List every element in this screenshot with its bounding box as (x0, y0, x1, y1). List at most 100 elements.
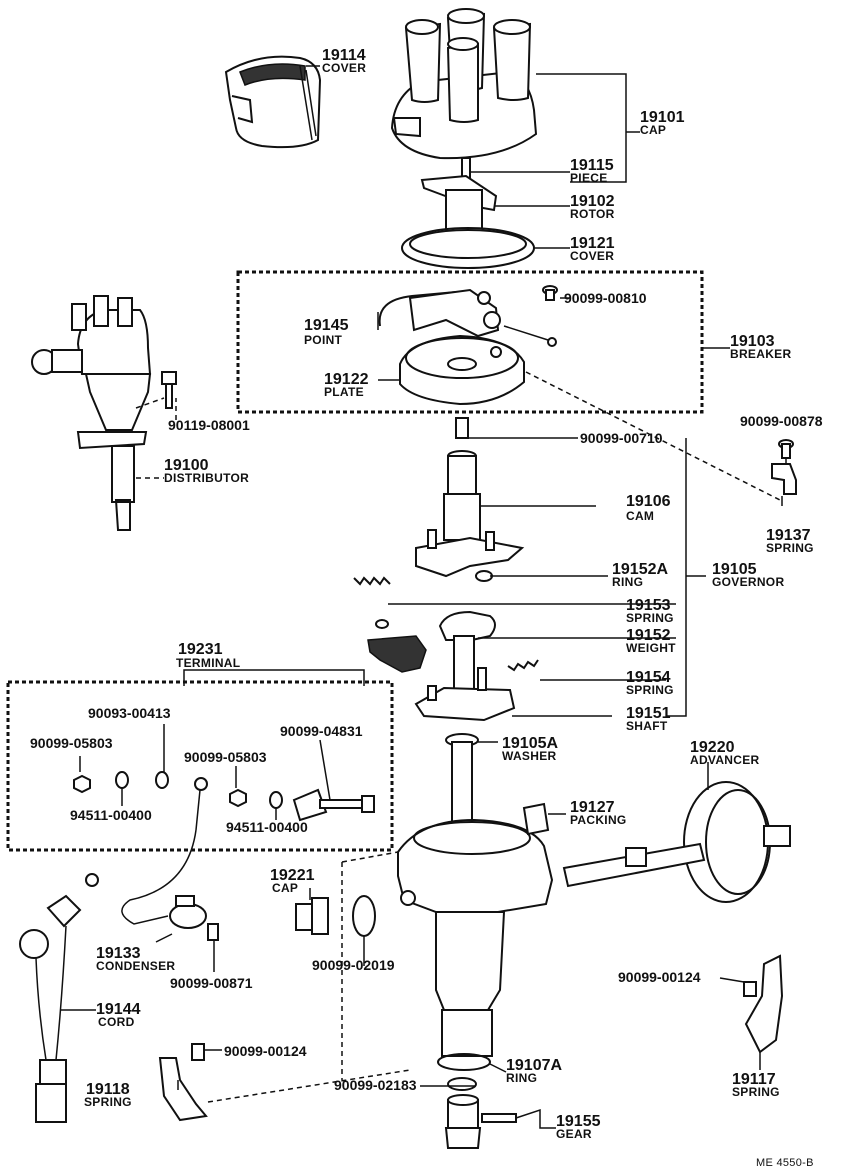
part-name-governor: GOVERNOR (712, 575, 784, 589)
breaker-group-box (236, 270, 704, 414)
part-name-cam: CAM (626, 509, 654, 523)
spring-19118-drawing (158, 1043, 208, 1122)
part-name-cap-19221: CAP (272, 881, 298, 895)
part-number-19105: 19105 (712, 561, 757, 578)
part-number-19100: 19100 (164, 457, 209, 474)
screw-00810-drawing (542, 285, 558, 301)
ref-number-90099-05803-left: 90099-05803 (30, 735, 113, 751)
ref-number-94511-00400-right: 94511-00400 (226, 819, 308, 835)
part-name-shaft: SHAFT (626, 719, 668, 733)
part-name-cord: CORD (98, 1015, 135, 1029)
distributor-assembly-drawing (31, 295, 152, 531)
ref-number-90099-02183: 90099-02183 (334, 1077, 417, 1093)
part-number-19115: 19115 (570, 157, 614, 174)
part-number-19221: 19221 (270, 867, 315, 884)
part-name-cover-gasket: COVER (570, 249, 614, 263)
part-name-ring-19107a: RING (506, 1071, 537, 1085)
vacuum-advancer-drawing (562, 781, 791, 903)
part-number-19145: 19145 (304, 317, 349, 334)
part-name-gear: GEAR (556, 1127, 592, 1141)
part-name-packing: PACKING (570, 813, 627, 827)
shaft-19151-drawing (414, 635, 539, 722)
part-name-spring-19137: SPRING (766, 541, 814, 555)
bolt-08001-drawing (161, 371, 177, 409)
part-number-19106: 19106 (626, 493, 671, 510)
part-number-19152: 19152 (626, 627, 671, 644)
part-name-plate: PLATE (324, 385, 364, 399)
ref-number-90119-08001: 90119-08001 (168, 417, 250, 433)
part-name-distributor: DISTRIBUTOR (164, 471, 249, 485)
part-number-19105a: 19105A (502, 735, 558, 752)
breaker-plate-drawing (399, 334, 525, 406)
ref-number-94511-00400-left: 94511-00400 (70, 807, 152, 823)
ring-19107a-drawing (437, 1053, 491, 1071)
terminal-group-box (6, 680, 394, 852)
ref-number-90099-00878: 90099-00878 (740, 413, 823, 429)
cord-drawing (19, 873, 99, 1123)
weights-drawing (367, 610, 496, 673)
part-number-19107a: 19107A (506, 1057, 562, 1074)
cap-19221-drawing (295, 897, 329, 935)
part-number-19153: 19153 (626, 597, 671, 614)
ref-number-90099-00871: 90099-00871 (170, 975, 253, 991)
part-number-19151: 19151 (626, 705, 671, 722)
part-name-condenser: CONDENSER (96, 959, 175, 973)
part-number-19117: 19117 (732, 1071, 776, 1088)
part-name-spring-19117: SPRING (732, 1085, 780, 1099)
part-number-19231: 19231 (178, 641, 223, 658)
part-number-19101: 19101 (640, 109, 685, 126)
part-name-spring-19118: SPRING (84, 1095, 132, 1109)
ref-number-90099-00710: 90099-00710 (580, 430, 663, 446)
part-number-19122: 19122 (324, 371, 369, 388)
part-number-19137: 19137 (766, 527, 811, 544)
part-number-19118: 19118 (86, 1081, 130, 1098)
part-name-spring-19153: SPRING (626, 611, 674, 625)
part-number-19127: 19127 (570, 799, 615, 816)
part-number-19154: 19154 (626, 669, 671, 686)
dust-cover-drawing (224, 55, 322, 149)
part-number-19121: 19121 (570, 235, 615, 252)
part-name-cap: CAP (640, 123, 666, 137)
breaker-point-drawing (378, 288, 557, 347)
part-name-cover: COVER (322, 61, 366, 75)
drawing-code: ME 4550-B (756, 1157, 814, 1169)
condenser-drawing (121, 829, 219, 941)
part-name-piece: PIECE (570, 171, 608, 185)
part-name-advancer: ADVANCER (690, 753, 760, 767)
part-name-breaker: BREAKER (730, 347, 791, 361)
leader-lines (60, 65, 787, 1129)
part-number-19102: 19102 (570, 193, 615, 210)
ref-number-90099-00810: 90099-00810 (564, 290, 647, 306)
part-name-point: POINT (304, 333, 343, 347)
distributor-housing-drawing (397, 741, 554, 1057)
packing-drawing (522, 802, 550, 836)
part-number-19144: 19144 (96, 1001, 141, 1018)
distributor-cap-drawing (390, 8, 538, 160)
part-name-spring-19154: SPRING (626, 683, 674, 697)
part-name-weight: WEIGHT (626, 641, 676, 655)
part-name-ring-19152a: RING (612, 575, 643, 589)
ref-number-90099-04831: 90099-04831 (280, 723, 363, 739)
ref-number-90093-00413: 90093-00413 (88, 705, 171, 721)
cam-drawing (415, 417, 525, 578)
washer-02183-drawing (447, 1077, 477, 1091)
part-name-washer: WASHER (502, 749, 557, 763)
spring-19117-drawing (743, 954, 784, 1054)
ref-number-90099-00124-right: 90099-00124 (618, 969, 701, 985)
part-number-19155: 19155 (556, 1113, 601, 1130)
part-number-19114: 19114 (322, 47, 366, 64)
part-number-19152a: 19152A (612, 561, 668, 578)
ref-number-90099-02019: 90099-02019 (312, 957, 395, 973)
gear-drawing (444, 1094, 517, 1149)
part-number-19103: 19103 (730, 333, 775, 350)
ref-number-90099-05803-right: 90099-05803 (184, 749, 267, 765)
part-number-19133: 19133 (96, 945, 141, 962)
part-name-rotor: ROTOR (570, 207, 615, 221)
part-name-terminal: TERMINAL (176, 656, 240, 670)
spring-19153-drawing (353, 576, 391, 586)
ref-number-90099-00124-left: 90099-00124 (224, 1043, 307, 1059)
part-number-19220: 19220 (690, 739, 735, 756)
